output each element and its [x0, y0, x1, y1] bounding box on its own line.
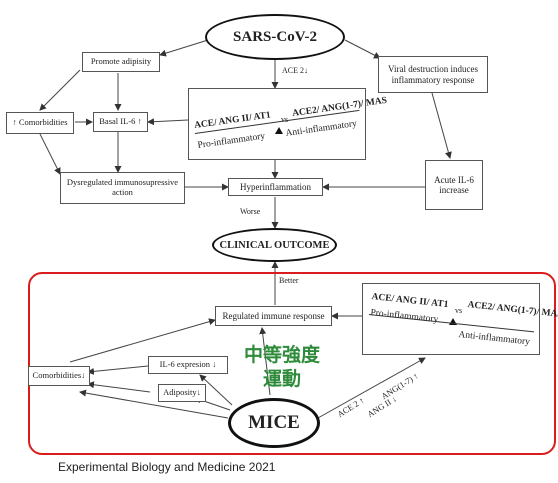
- promote-adiposity-box: Promote adipisity: [82, 52, 160, 72]
- hyperinflammation-box: Hyperinflammation: [228, 178, 323, 196]
- raas-balance-top-box: ACE/ ANG II/ AT1 vs ACE2/ ANG(1-7)/ MAS …: [188, 88, 388, 160]
- il6-expression-box: IL-6 expresion ↓: [148, 356, 228, 374]
- basal-il6-label: Basal IL-6 ↑: [99, 116, 142, 127]
- raas-bottom-pro-label: Pro-inflammatory: [369, 308, 439, 326]
- exercise-intervention-region: [28, 272, 556, 455]
- viral-destruction-box: Viral destruction induces inflammatory r…: [378, 56, 488, 93]
- source-caption: Experimental Biology and Medicine 2021: [58, 460, 276, 474]
- hyperinflammation-label: Hyperinflammation: [240, 181, 311, 192]
- worse-label: Worse: [240, 207, 261, 216]
- mice-node: MICE: [228, 398, 320, 448]
- raas-bottom-balance-beam: [368, 314, 535, 333]
- clinical-outcome-label: CLINICAL OUTCOME: [219, 239, 330, 251]
- raas-bottom-ace-axis: ACE/ ANG II/ AT1: [371, 292, 449, 311]
- exercise-text: 運動: [262, 367, 301, 390]
- mice-label: MICE: [248, 412, 300, 433]
- raas-bottom-anti-label: Anti-inflammatory: [457, 330, 531, 348]
- dysregulated-box: Dysregulated immunosupressive action: [60, 172, 185, 204]
- sars-cov-2-label: SARS-CoV-2: [233, 28, 317, 45]
- adiposity-label: Adiposity↓: [163, 387, 201, 398]
- raas-top-anti-label: Anti-inflammatory: [285, 119, 358, 139]
- comorbidities-bottom-box: Comorbidities↓: [28, 366, 90, 386]
- regulated-immune-response-label: Regulated immune response: [222, 310, 325, 321]
- sars-cov-2-node: SARS-CoV-2: [205, 14, 345, 60]
- raas-top-pro-label: Pro-inflammatory: [197, 131, 266, 151]
- raas-balance-bottom-box: ACE/ ANG II/ AT1 vs ACE2/ ANG(1-7)/ MAS …: [362, 283, 558, 355]
- acute-il6-label: Acute IL-6 increase: [434, 174, 474, 195]
- raas-bottom-vs: vs: [455, 306, 463, 315]
- comorbidities-top-box: ↑ Comorbidities: [6, 112, 74, 134]
- clinical-outcome-node: CLINICAL OUTCOME: [212, 228, 337, 262]
- better-label: Better: [279, 276, 299, 285]
- comorbidities-top-label: ↑ Comorbidities: [12, 117, 68, 128]
- raas-top-fulcrum: [275, 127, 283, 134]
- acute-il6-box: Acute IL-6 increase: [425, 160, 483, 210]
- moderate-exercise-annotation: 中等強度 運動: [232, 344, 332, 392]
- moderate-intensity-text: 中等強度: [243, 344, 320, 366]
- basal-il6-box: Basal IL-6 ↑: [93, 112, 148, 132]
- regulated-immune-response-box: Regulated immune response: [215, 306, 332, 326]
- il6-expression-label: IL-6 expresion ↓: [159, 359, 217, 370]
- dysregulated-label: Dysregulated immunosupressive action: [66, 177, 179, 197]
- viral-destruction-label: Viral destruction induces inflammatory r…: [388, 64, 478, 85]
- raas-bottom-fulcrum: [449, 318, 457, 325]
- adiposity-box: Adiposity↓: [158, 384, 206, 402]
- ace2-down-label: ACE 2↓: [282, 66, 308, 75]
- comorbidities-bottom-label: Comorbidities↓: [32, 370, 86, 381]
- promote-adiposity-label: Promote adipisity: [90, 56, 152, 67]
